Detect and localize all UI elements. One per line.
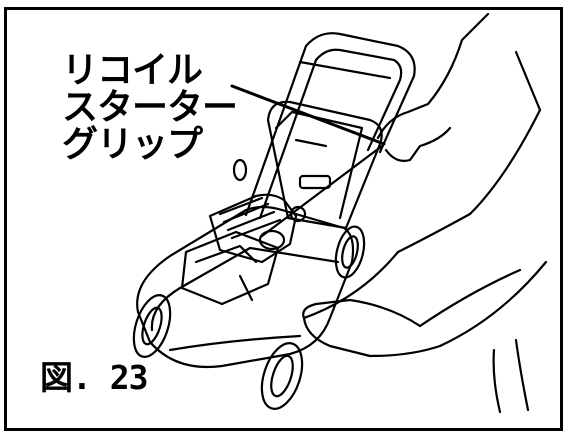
figure-label: 図. 23 [40, 358, 148, 397]
recoil-starter-grip-callout: リコイル スターター グリップ [62, 50, 238, 165]
mower-deck [136, 205, 355, 369]
mower-handle [244, 32, 416, 220]
mower-wheels [132, 158, 366, 410]
operator-arm-upper [302, 12, 542, 320]
engine [180, 193, 307, 306]
callout-line-1: リコイル [62, 50, 203, 91]
callout-leader-line [230, 84, 386, 146]
starter-cable [260, 144, 384, 238]
callout-line-2: スターター [62, 87, 238, 128]
callout-line-3: グリップ [62, 124, 203, 165]
operator-arm-lower [302, 260, 548, 414]
